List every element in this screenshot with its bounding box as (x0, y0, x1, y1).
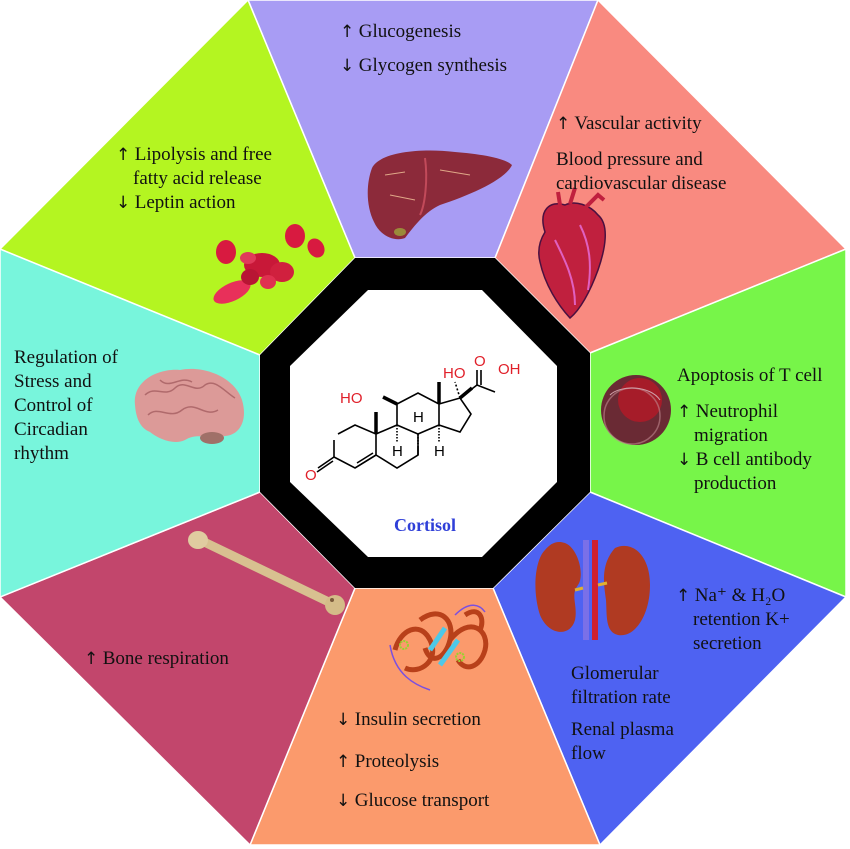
fat-label-leptin: Leptin action (134, 192, 236, 213)
kidney-label-flow: flow (571, 743, 606, 764)
center-panel (290, 290, 557, 557)
brain-labels: Regulation of Stress and Control of Circ… (14, 346, 118, 466)
down-arrow-icon: ↓ (116, 193, 131, 213)
immune-label-neutrophil: Neutrophil (695, 401, 779, 422)
kidney-label-renal-plasma: Renal plasma (571, 719, 674, 740)
immune-label-migration: migration (694, 425, 768, 446)
heart-labels: ↑ Vascular activity Blood pressure and c… (556, 112, 726, 196)
cortisol-structure (316, 370, 496, 473)
immune-labels: Apoptosis of T cell ↑ Neutrophil migrati… (677, 364, 823, 496)
pancreas-label-insulin-secretion: Insulin secretion (354, 709, 481, 730)
liver-icon (367, 150, 512, 240)
hydrogen-8-label: H (413, 409, 424, 426)
up-arrow-icon: ↑ (84, 649, 99, 669)
brain-icon (134, 368, 245, 444)
t-cell-icon (601, 375, 671, 445)
down-arrow-icon: ↓ (336, 791, 351, 811)
center-title: Cortisol (394, 515, 456, 535)
kidney-label-filtration-rate: filtration rate (571, 687, 671, 708)
brain-label-control: Control of (14, 395, 93, 416)
up-arrow-icon: ↑ (116, 145, 131, 165)
down-arrow-icon: ↓ (677, 450, 692, 470)
pancreas-label-proteolysis: Proteolysis (354, 751, 440, 772)
immune-label-b-cell: B cell antibody (695, 449, 812, 470)
heart-label-cardiovascular-disease: cardiovascular disease (556, 173, 727, 194)
heart-icon (538, 187, 606, 320)
kidney-label-na-h2o: Na⁺ & H₂O (694, 585, 786, 606)
brain-label-circadian: Circadian (14, 419, 88, 440)
up-arrow-icon: ↑ (336, 752, 351, 772)
brain-label-rhythm: rhythm (14, 443, 69, 464)
brain-label-stress: Stress and (14, 371, 92, 392)
ketone-20-label: O (474, 353, 486, 370)
down-arrow-icon: ↓ (340, 56, 355, 76)
bone-label-respiration: Bone respiration (102, 648, 229, 669)
red-blood-cells-icon (213, 224, 325, 304)
kidney-labels-bottom: Glomerular filtration rate Renal plasma … (571, 662, 674, 766)
pancreas-labels: ↓ Insulin secretion ↑ Proteolysis ↓ Gluc… (336, 708, 489, 813)
hydrogen-14-label: H (434, 443, 445, 460)
up-arrow-icon: ↑ (340, 22, 355, 42)
heart-label-vascular-activity: Vascular activity (574, 113, 702, 134)
liver-label-glucogenesis: Glucogenesis (358, 21, 462, 42)
up-arrow-icon: ↑ (556, 114, 571, 134)
kidney-labels-top: ↑ Na⁺ & H₂O retention K+ secretion (676, 584, 790, 656)
ketone-3-label: O (305, 467, 317, 484)
kidney-label-glomerular: Glomerular (571, 663, 659, 684)
hydrogen-9-label: H (392, 443, 403, 460)
bone-icon (188, 531, 345, 615)
fat-label-fatty-acid: fatty acid release (133, 168, 262, 189)
down-arrow-icon: ↓ (336, 710, 351, 730)
immune-label-apoptosis: Apoptosis of T cell (677, 365, 823, 386)
fat-label-lipolysis: Lipolysis and free (134, 144, 272, 165)
fat-labels: ↑ Lipolysis and free fatty acid release … (116, 143, 272, 215)
insulin-protein-icon (389, 604, 489, 691)
hydroxyl-21-label: OH (498, 361, 521, 378)
kidney-icon (535, 540, 650, 640)
liver-labels: ↑ Glucogenesis ↓ Glycogen synthesis (340, 20, 507, 78)
pancreas-label-glucose-transport: Glucose transport (354, 790, 490, 811)
bone-labels: ↑ Bone respiration (84, 647, 229, 671)
immune-label-production: production (694, 473, 777, 494)
liver-label-glycogen-synthesis: Glycogen synthesis (358, 55, 508, 76)
heart-label-blood-pressure: Blood pressure and (556, 149, 703, 170)
hydroxyl-17-label: HO (443, 365, 466, 382)
kidney-label-secretion: secretion (693, 633, 762, 654)
kidney-label-retention: retention K+ (693, 609, 790, 630)
up-arrow-icon: ↑ (677, 402, 692, 422)
brain-label-regulation: Regulation of (14, 347, 118, 368)
hydroxyl-11-label: HO (340, 390, 363, 407)
up-arrow-icon: ↑ (676, 586, 691, 606)
